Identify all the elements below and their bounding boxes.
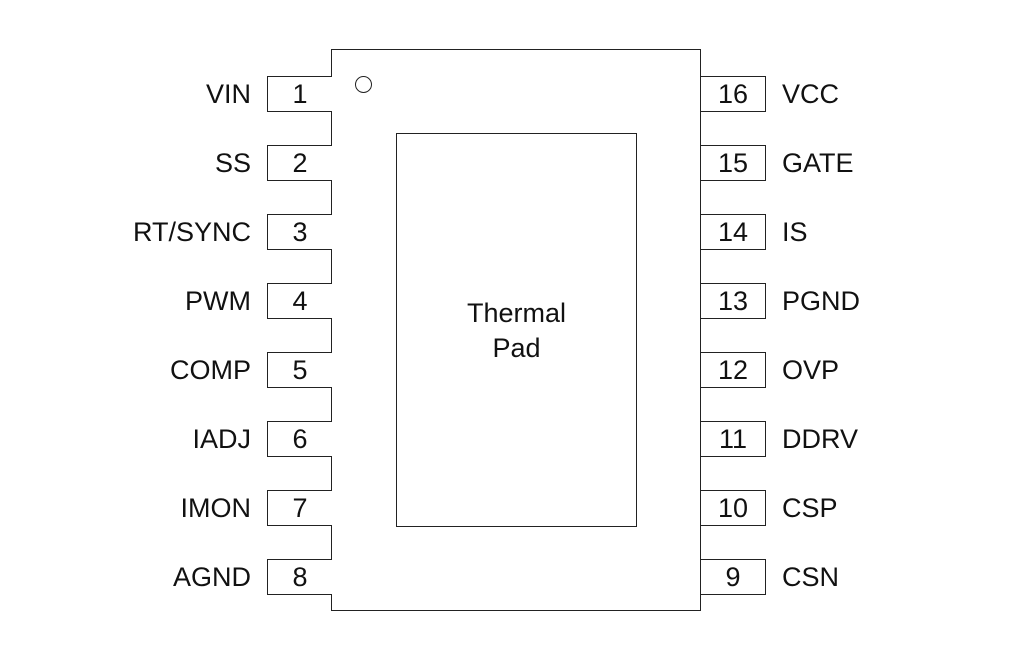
- pin-number-box: 2: [267, 145, 332, 181]
- pin-number-box: 7: [267, 490, 332, 526]
- pin-number-box: 13: [701, 283, 766, 319]
- pin-name-left: VIN: [205, 79, 251, 109]
- pin-name-right: GATE: [782, 148, 854, 178]
- pin-name-left: RT/SYNC: [132, 217, 251, 247]
- pin-name-left: SS: [214, 148, 251, 178]
- pin-name-right: CSP: [782, 493, 838, 523]
- pin-number-box: 10: [701, 490, 766, 526]
- pin-name-right: PGND: [782, 286, 861, 316]
- pin-name-left: AGND: [172, 562, 251, 592]
- pin-number-box: 5: [267, 352, 332, 388]
- pin-number-box: 15: [701, 145, 766, 181]
- pin-number-box: 8: [267, 559, 332, 595]
- pin-number-box: 12: [701, 352, 766, 388]
- pin-number-box: 3: [267, 214, 332, 250]
- pin-name-left: IADJ: [192, 424, 251, 454]
- pin-name-left: IMON: [180, 493, 252, 523]
- pin-name-right: OVP: [782, 355, 840, 385]
- thermal-pad: [396, 133, 637, 527]
- pin-name-right: VCC: [782, 79, 840, 109]
- pin-name-right: DDRV: [782, 424, 859, 454]
- pin-number-box: 6: [267, 421, 332, 457]
- pin-number-box: 4: [267, 283, 332, 319]
- pin1-indicator-dot: [355, 76, 372, 93]
- thermal-pad-label: Thermal Pad: [466, 298, 567, 363]
- pin-number-box: 1: [267, 76, 332, 112]
- pin-name-right: CSN: [782, 562, 840, 592]
- pin-number-box: 14: [701, 214, 766, 250]
- pin-name-left: PWM: [185, 286, 251, 316]
- pin-name-left: COMP: [170, 355, 251, 385]
- pin-number-box: 9: [701, 559, 766, 595]
- pin-number-box: 16: [701, 76, 766, 112]
- ic-package-outline: [331, 49, 701, 611]
- pin-number-box: 11: [701, 421, 766, 457]
- pin-name-right: IS: [782, 217, 808, 247]
